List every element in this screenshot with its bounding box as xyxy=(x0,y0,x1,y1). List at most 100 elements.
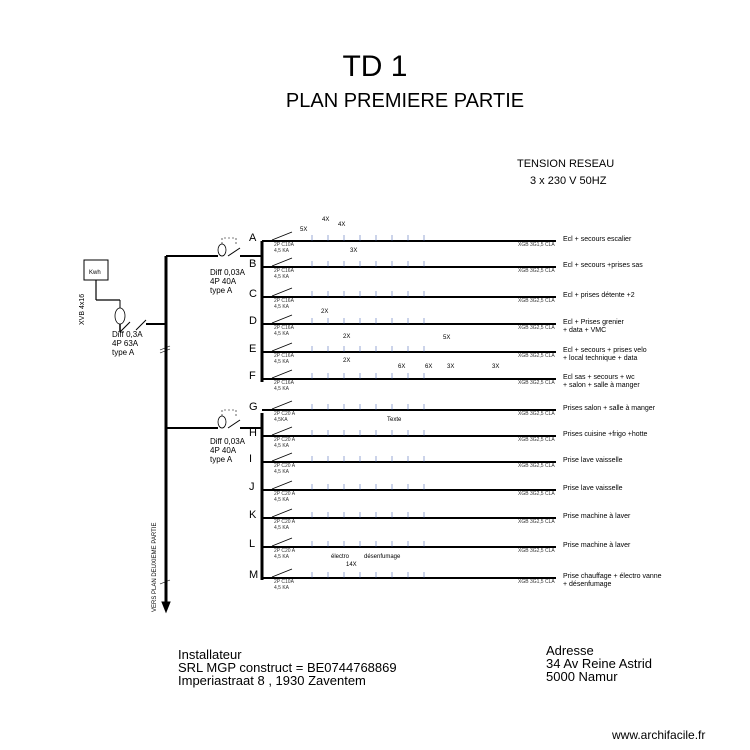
circuit-description-line1: Ecl sas + secours + wc xyxy=(563,374,635,381)
breaker-ka: 4,5 KA xyxy=(274,443,290,449)
main-diff-symbol xyxy=(114,307,126,325)
desenfumage-label: désenfumage xyxy=(364,554,401,560)
diff-1-label: Diff 0,03A 4P 40A type A xyxy=(210,268,245,295)
circuit-letter: J xyxy=(249,481,255,493)
breaker-symbol xyxy=(271,231,293,241)
count-f2: 6X xyxy=(425,364,433,370)
breaker-type: 2P C16A xyxy=(274,325,294,331)
diff-2-line3: type A xyxy=(210,455,233,464)
breaker-type: 2P C20 A xyxy=(274,411,296,417)
breaker-ka: 4,5 KA xyxy=(274,497,290,503)
circuit-description: Ecl + secours +prises sas xyxy=(563,262,643,270)
breaker-symbol xyxy=(271,480,293,490)
circuit-description: Ecl + secours + prises velo+ local techn… xyxy=(563,347,647,363)
circuit-description: Prise lave vaisselle xyxy=(563,485,623,493)
cable-spec: XGB 3G1,5 CLA xyxy=(518,579,555,585)
breaker-symbol xyxy=(271,537,293,547)
circuit-description: Ecl sas + secours + wc+ salon + salle à … xyxy=(563,374,640,390)
circuit-description: Prise lave vaisselle xyxy=(563,457,623,465)
breaker-symbol xyxy=(271,508,293,518)
circuit-description: Prises cuisine +frigo +hotte xyxy=(563,431,647,439)
breaker-type: 2P C16A xyxy=(274,268,294,274)
diff-1-line3: type A xyxy=(210,286,233,295)
count-f3: 3X xyxy=(447,364,455,370)
cable-spec: XGB 3G2,5 CLA xyxy=(518,411,555,417)
tension-value: 3 x 230 V 50HZ xyxy=(530,175,607,187)
count-b1: 3X xyxy=(350,248,358,254)
cable-spec: XGB 3G2,5 CLA xyxy=(518,325,555,331)
circuit-letter: E xyxy=(249,343,257,355)
circuit-description: Prise machine à laver xyxy=(563,542,630,550)
cable-spec: XGB 3G2,5 CLA xyxy=(518,491,555,497)
breaker-type: 2P C10A xyxy=(274,242,294,248)
breaker-type: 2P C20 A xyxy=(274,463,296,469)
circuit-letter: C xyxy=(249,288,257,300)
main-diff-line3: type A xyxy=(112,348,135,357)
circuit-description-line1: Ecl + prises détente +2 xyxy=(563,292,635,299)
circuit-letter: B xyxy=(249,258,257,270)
breaker-type: 2P C16A xyxy=(274,298,294,304)
breaker-type: 2P C16A xyxy=(274,353,294,359)
circuit-letter: I xyxy=(249,453,253,465)
count-f1: 6X xyxy=(398,364,406,370)
breaker-ka: 4,5 KA xyxy=(274,274,290,280)
breaker-ka: 4,5 KA xyxy=(274,469,290,475)
cable-spec: XGB 3G2,5 CLA xyxy=(518,463,555,469)
diff-2-line1: Diff 0,03A xyxy=(210,437,245,446)
circuit-letter: F xyxy=(249,370,256,382)
circuit-description: Ecl + secours escalier xyxy=(563,236,631,244)
count-e3: 2X xyxy=(343,358,351,364)
circuit-description-line1: Prise machine à laver xyxy=(563,542,631,549)
breaker-symbol xyxy=(271,400,293,410)
circuit-letter: A xyxy=(249,232,257,244)
circuit-description: Ecl + Prises grenier+ data + VMC xyxy=(563,319,624,335)
main-diff-label: Diff 0,3A 4P 63A type A xyxy=(112,330,143,357)
address-block: Adresse 34 Av Reine Astrid 5000 Namur xyxy=(546,644,652,683)
main-diff-line1: Diff 0,3A xyxy=(112,330,143,339)
breaker-type: 2P C10A xyxy=(274,579,294,585)
cable-spec: XGB 3G2,5 CLA xyxy=(518,380,555,386)
count-e1: 2X xyxy=(343,334,351,340)
count-f4: 3X xyxy=(492,364,500,370)
count-a1: 5X xyxy=(300,227,308,233)
breaker-symbol xyxy=(271,369,293,379)
breaker-symbol xyxy=(271,257,293,267)
cable-spec: XGB 3G2,5 CLA xyxy=(518,353,555,359)
cable-spec: XGB 3G2,5 CLA xyxy=(518,437,555,443)
diff-2-line2: 4P 40A xyxy=(210,446,237,455)
breaker-symbol xyxy=(271,342,293,352)
texte-label: Texte xyxy=(387,417,402,423)
circuit-description-line2: + salon + salle à manger xyxy=(563,382,640,389)
diff-1-line1: Diff 0,03A xyxy=(210,268,245,277)
breaker-ka: 4,5 KA xyxy=(274,585,290,591)
circuit-description-line1: Ecl + secours + prises velo xyxy=(563,347,647,354)
breaker-ka: 4,5 KA xyxy=(274,386,290,392)
breaker-symbol xyxy=(271,568,293,578)
address-title: Adresse xyxy=(546,643,594,658)
count-e2: 5X xyxy=(443,335,451,341)
circuit-description-line1: Prises salon + salle à manger xyxy=(563,405,656,412)
circuit-description-line1: Prises cuisine +frigo +hotte xyxy=(563,431,648,438)
breaker-type: 2P C20 A xyxy=(274,491,296,497)
breaker-ka: 4,5 KA xyxy=(274,248,290,254)
circuit-description-line1: Prise lave vaisselle xyxy=(563,457,623,464)
breaker-symbol xyxy=(271,314,293,324)
installer-company: SRL MGP construct = BE0744768869 xyxy=(178,660,397,675)
count-m1: 14X xyxy=(346,562,357,568)
circuit-description-line1: Ecl + secours +prises sas xyxy=(563,262,643,269)
electro-label: électro xyxy=(331,554,350,560)
tension-label: TENSION RESEAU xyxy=(517,158,615,170)
circuit-description-line1: Prise lave vaisselle xyxy=(563,485,623,492)
breaker-ka: 4,5KA xyxy=(274,417,288,423)
cable-spec: XGB 3G1,5 CLA xyxy=(518,242,555,248)
cable-spec: XGB 3G2,5 CLA xyxy=(518,298,555,304)
circuit-letter: M xyxy=(249,569,259,581)
plan-subtitle: PLAN PREMIERE PARTIE xyxy=(285,90,525,112)
circuit-description-line2: + data + VMC xyxy=(563,327,607,334)
